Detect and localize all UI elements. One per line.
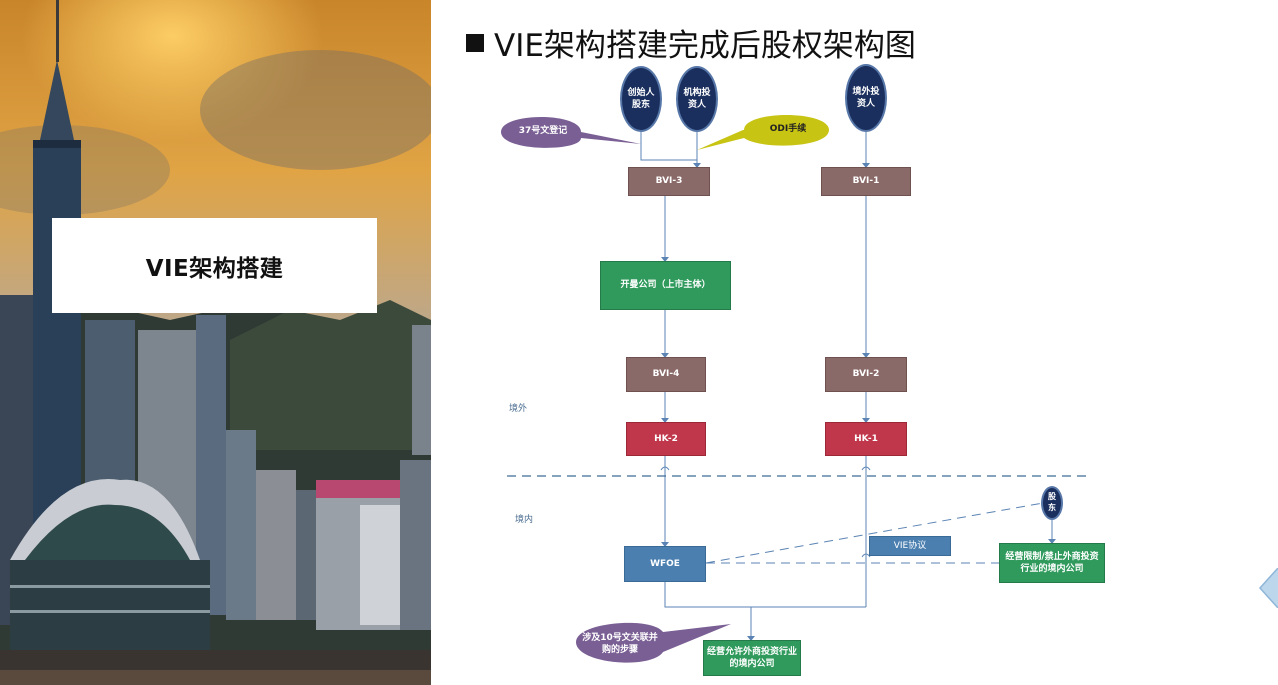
callout-odi-label: ODI手续 — [769, 123, 807, 134]
slide-title: VIE架构搭建完成后股权架构图 — [466, 20, 916, 65]
foreign-investor-node: 境外投资人 — [845, 64, 887, 132]
callout-odi-shape — [697, 115, 829, 150]
shareholder-node: 股东 — [1041, 486, 1063, 520]
slide-title-text: VIE架构搭建完成后股权架构图 — [494, 28, 916, 64]
callout-37-shape — [501, 117, 641, 148]
cayman-listing-entity-node: 开曼公司（上市主体） — [600, 261, 731, 310]
restricted-domestic-company-node: 经营限制/禁止外商投资行业的境内公司 — [999, 543, 1105, 583]
bvi1-node: BVI-1 — [821, 167, 911, 196]
callout-37-label: 37号文登记 — [518, 125, 568, 136]
institutional-investor-node: 机构投资人 — [676, 66, 718, 132]
onshore-label: 境内 — [515, 515, 534, 525]
connector-founder-bvi3 — [640, 130, 698, 167]
hong-kong-skyline-illustration — [0, 0, 431, 685]
next-slide-arrow-icon[interactable] — [1258, 568, 1278, 608]
founder-shareholder-node: 创始人股东 — [620, 66, 662, 132]
permitted-domestic-company-node: 经营允许外商投资行业的境内公司 — [703, 640, 801, 676]
bvi4-node: BVI-4 — [626, 357, 706, 392]
connector-wfoe-merge — [664, 582, 866, 608]
wfoe-node: WFOE — [624, 546, 706, 582]
cover-title: VIE架构搭建 — [145, 255, 284, 282]
square-bullet-icon — [466, 33, 484, 52]
hk1-node: HK-1 — [825, 422, 907, 456]
equity-structure-diagram: 创始人股东 机构投资人 境外投资人 股东 37号文登记 ODI手续 涉及10号文… — [431, 60, 1278, 685]
cover-image-panel: VIE架构搭建 — [0, 0, 431, 685]
bvi2-node: BVI-2 — [825, 357, 907, 392]
offshore-label: 境外 — [509, 404, 528, 414]
diagram-connectors — [501, 115, 1091, 663]
cover-title-card: VIE架构搭建 — [52, 218, 377, 313]
vie-agreement-node: VIE协议 — [869, 536, 951, 556]
bvi3-node: BVI-3 — [628, 167, 710, 196]
hk2-node: HK-2 — [626, 422, 706, 456]
callout-10-label: 涉及10号文关联并购的步骤 — [582, 632, 658, 655]
callout-10-shape — [576, 622, 731, 663]
vie-link-shareholder — [705, 502, 1044, 564]
